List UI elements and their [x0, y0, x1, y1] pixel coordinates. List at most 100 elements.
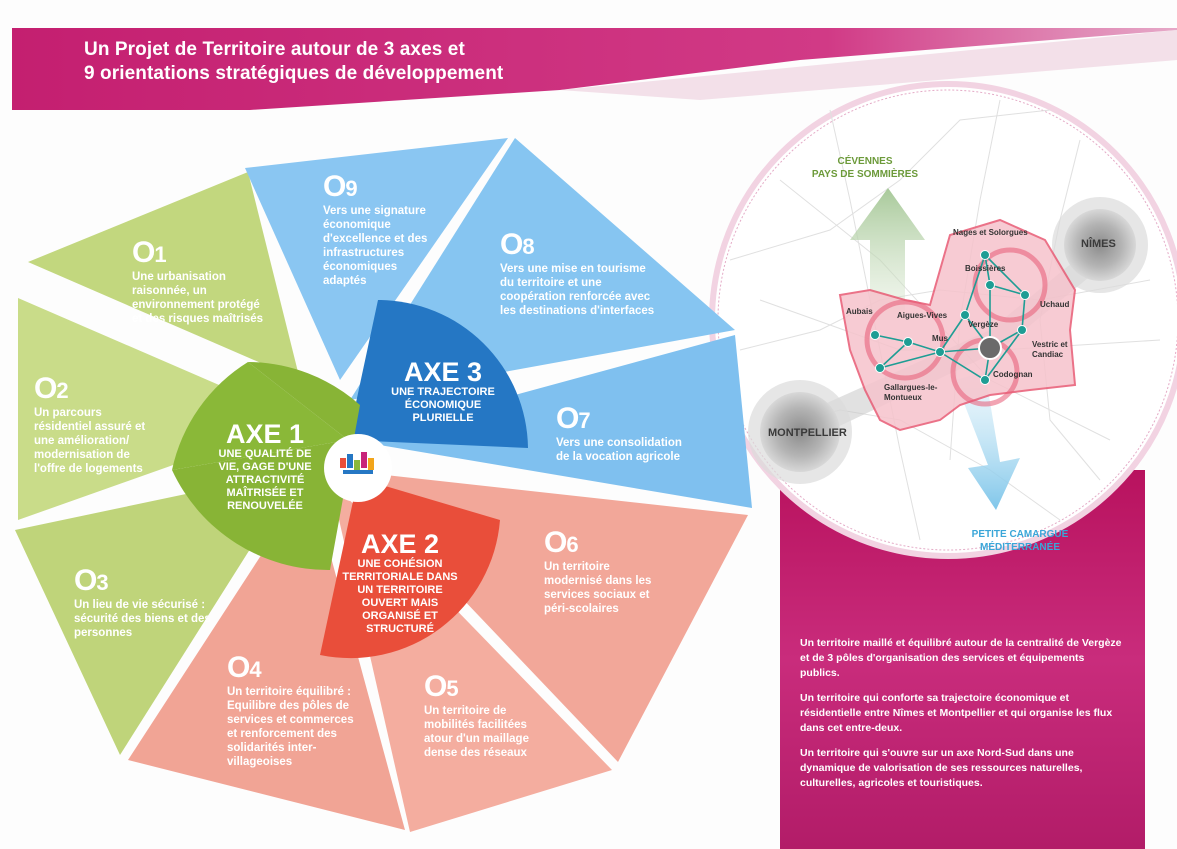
orientation-line: Vers une signature: [323, 205, 426, 217]
orientation-line: environnement protégé: [132, 299, 260, 311]
orientation-line: et des risques maîtrisés: [132, 313, 264, 325]
map-south-label: PETITE CAMARGUE MÉDITERRANÉE: [971, 529, 1069, 553]
map-city-montpellier: MONTPELLIER: [768, 427, 847, 439]
orientation-line: infrastructures: [323, 247, 405, 259]
orientation-number: O1: [132, 236, 167, 269]
map-town: Vergèze: [968, 320, 999, 329]
sidebar-text: Un territoire maillé et équilibré autour…: [800, 636, 1125, 801]
orientation-line: solidarités inter-: [227, 742, 317, 754]
map-town: Aubais: [846, 307, 873, 316]
axe-subtitle-line: STRUCTURÉ: [366, 623, 434, 635]
orientation-line: services et commerces: [227, 714, 354, 726]
orientation-number: O4: [227, 651, 262, 684]
axe-subtitle-line: ÉCONOMIQUE: [404, 399, 482, 411]
orientation-o5: O5 Un territoire de mobilités facilitées…: [424, 672, 574, 760]
axe-subtitle-line: UN TERRITOIRE: [357, 584, 443, 596]
network-nodes: [870, 250, 1030, 385]
axe-subtitle-line: OUVERT MAIS: [361, 597, 439, 609]
axe-subtitle-line: TERRITORIALE DANS: [342, 571, 458, 583]
orientation-o7: O7 Vers une consolidation de la vocation…: [556, 404, 726, 464]
petal-o7: [350, 335, 752, 508]
orientation-line: résidentiel assuré et: [34, 421, 146, 433]
vergeze-centre-node: [978, 336, 1002, 360]
map-town: Boissières: [965, 264, 1006, 273]
petal-o9: [245, 138, 508, 380]
axe-2-block: AXE 2 UNE COHÉSION TERRITORIALE DANS UN …: [320, 530, 480, 636]
orientation-line: du territoire et une: [500, 277, 602, 289]
orientation-line: une amélioration/: [34, 435, 130, 447]
map-circle-border: [717, 89, 1177, 551]
wedge-axe2: [320, 478, 500, 659]
orientation-o3: O3 Un lieu de vie sécurisé : sécurité de…: [74, 566, 254, 640]
title-banner: [12, 28, 1177, 110]
wedge-axe1: [172, 362, 348, 470]
wedge-axe1-main: [172, 362, 360, 571]
orientation-number: O6: [544, 526, 579, 559]
orientation-number: O9: [323, 170, 358, 203]
orientation-line: de la vocation agricole: [556, 451, 680, 463]
orientation-line: mobilités facilitées: [424, 719, 527, 731]
wedge-axe3: [348, 300, 528, 448]
banner-fade: [560, 30, 1177, 100]
orientation-line: d'excellence et des: [323, 233, 428, 245]
orientation-number: O7: [556, 402, 591, 435]
orientation-line: raisonnée, un: [132, 285, 207, 297]
title-line-1: Un Projet de Territoire autour de 3 axes…: [84, 39, 465, 60]
map-town: Uchaud: [1040, 300, 1070, 309]
axe-subtitle-line: ORGANISÉ ET: [362, 610, 438, 622]
map-town: Aigues-Vives: [897, 311, 948, 320]
pole-ring-1: [864, 299, 946, 381]
orientation-line: l'offre de logements: [34, 463, 143, 475]
petal-o4: [128, 480, 405, 830]
axe-subtitle-line: UNE TRAJECTOIRE: [391, 386, 495, 398]
map-town: Vestric et Candiac: [1032, 340, 1068, 359]
sidebar-paragraph: Un territoire maillé et équilibré autour…: [800, 637, 1122, 679]
orientation-number: O3: [74, 564, 109, 597]
orientation-number: O8: [500, 228, 535, 261]
map-town: Codognan: [993, 370, 1033, 379]
orientation-line: Vers une consolidation: [556, 437, 682, 449]
orientation-line: les destinations d'interfaces: [500, 305, 655, 317]
orientation-line: économique: [323, 219, 391, 231]
orientation-number: O2: [34, 372, 69, 405]
orientation-o9: O9 Vers une signature économique d'excel…: [323, 172, 473, 288]
center-logo-icon: [340, 452, 374, 474]
page-title: Un Projet de Territoire autour de 3 axes…: [84, 38, 503, 86]
orientation-line: Un territoire équilibré :: [227, 686, 351, 698]
orientation-line: Un parcours: [34, 407, 102, 419]
south-arrow: [955, 372, 1020, 510]
orientation-line: sécurité des biens et des: [74, 613, 211, 625]
orientation-line: péri-scolaires: [544, 603, 619, 615]
orientation-line: coopération renforcée avec: [500, 291, 651, 303]
orientation-line: Un territoire de: [424, 705, 507, 717]
map-town: Gallargues-le-Montueux: [884, 383, 938, 402]
orientation-line: économiques: [323, 261, 398, 273]
axe-subtitle-line: UNE COHÉSION: [357, 558, 443, 570]
axe-subtitle-line: ATTRACTIVITÉ: [225, 474, 305, 486]
orientation-line: adaptés: [323, 275, 367, 287]
axe-subtitle-line: UNE QUALITÉ DE: [218, 448, 312, 460]
axe-subtitle-line: RENOUVELÉE: [227, 500, 303, 512]
orientation-line: Un lieu de vie sécurisé :: [74, 599, 206, 611]
axe-title: AXE 3: [403, 357, 483, 387]
map-north-label: CÉVENNES PAYS DE SOMMIÈRES: [811, 156, 919, 180]
orientation-line: services sociaux et: [544, 589, 650, 601]
orientation-line: atour d'un maillage: [424, 733, 529, 745]
orientation-o6: O6 Un territoire modernisé dans les serv…: [544, 528, 694, 616]
orientation-line: Une urbanisation: [132, 271, 226, 283]
orientation-line: Equilibre des pôles de: [227, 700, 350, 712]
orientation-line: et renforcement des: [227, 728, 337, 740]
orientation-o2: O2 Un parcours résidentiel assuré et une…: [34, 374, 204, 476]
orientation-line: modernisé dans les: [544, 575, 652, 587]
axe-1-block: AXE 1 UNE QUALITÉ DE VIE, GAGE D'UNE ATT…: [190, 420, 340, 513]
orientation-line: Un territoire: [544, 561, 610, 573]
nimes-circle-inner: [1064, 209, 1136, 281]
orientation-line: dense des réseaux: [424, 747, 527, 759]
orientation-number: O5: [424, 670, 459, 703]
map-city-nimes: NÎMES: [1081, 238, 1116, 250]
orientation-line: modernisation de: [34, 449, 130, 461]
petal-o3: [15, 470, 300, 755]
orientation-line: Vers une mise en tourisme: [500, 263, 646, 275]
